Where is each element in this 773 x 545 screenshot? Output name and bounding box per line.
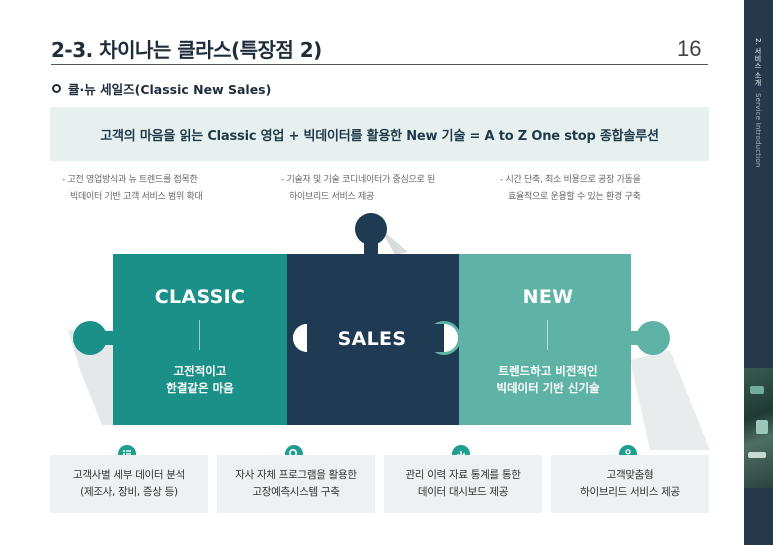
feature-failure-prediction: 자사 자체 프로그램을 활용한 고장예측시스템 구축 (217, 455, 375, 513)
page-title: 2-3. 차이나는 클라스(특장점 2) (51, 34, 322, 63)
classic-desc-line: 고전적이고 (173, 364, 227, 378)
feature-line: 고장예측시스템 구축 (252, 486, 340, 498)
puzzle-graphic (68, 213, 710, 450)
sales-heading: SALES (337, 328, 407, 350)
note-classic: - 고전 영업방식과 뉴 트렌드를 접목한 빅데이터 기반 고객 서비스 범위 … (62, 172, 203, 206)
new-piece (459, 254, 670, 425)
sidebar-photo (744, 368, 773, 488)
banner-text: 고객의 마음을 읽는 Classic 영업 + 빅데이터를 활용한 New 기술… (100, 128, 659, 144)
new-heading: NEW (522, 286, 574, 308)
note-line: 하이브리드 서비스 제공 (289, 192, 374, 202)
bullet-ring-icon (52, 84, 61, 93)
shadow-left (68, 330, 113, 425)
classic-divider (199, 320, 200, 350)
shadow-top (380, 228, 408, 255)
feature-data-analysis: 고객사별 세부 데이터 분석 (제조사, 장비, 증상 등) (50, 455, 208, 513)
sidebar-section: 2. 서비스 소개 (754, 38, 762, 86)
section-subtitle: 큘·뉴 세일즈(Classic New Sales) (52, 79, 271, 98)
classic-heading: CLASSIC (154, 286, 246, 308)
note-new: - 시간 단축, 최소 비용으로 공장 가동을 효율적으로 운용할 수 있는 환… (500, 172, 641, 206)
new-divider (547, 320, 548, 350)
sidebar-label: 2. 서비스 소개 Service Introduction (753, 38, 763, 168)
feature-dashboard: 관리 이력 자료 통계를 통한 데이터 대시보드 제공 (384, 455, 542, 513)
note-line: - 기술자 및 기술 코디네이터가 중심으로 된 (281, 175, 435, 185)
feature-line: 자사 자체 프로그램을 활용한 (235, 469, 357, 481)
feature-line: 관리 이력 자료 통계를 통한 (405, 469, 521, 481)
classic-desc: 고전적이고 한결같은 마음 (120, 363, 280, 397)
title-text: 차이나는 클라스(특장점 2) (99, 38, 322, 62)
feature-line: 하이브리드 서비스 제공 (580, 486, 680, 498)
title-number: 2-3. (51, 38, 93, 62)
note-line: - 시간 단축, 최소 비용으로 공장 가동을 (500, 175, 641, 185)
feature-line: 고객사별 세부 데이터 분석 (72, 469, 186, 481)
shadow-right (630, 350, 710, 450)
classic-piece (73, 254, 288, 425)
note-line: - 고전 영업방식과 뉴 트렌드를 접목한 (62, 175, 198, 185)
sidebar-section-en: Service Introduction (754, 93, 762, 168)
note-sales: - 기술자 및 기술 코디네이터가 중심으로 된 하이브리드 서비스 제공 (281, 172, 435, 206)
new-desc-line: 트렌드하고 비전적인 (498, 364, 598, 378)
classic-desc-line: 한결같은 마음 (166, 381, 234, 395)
page-number: 16 (677, 36, 702, 61)
sales-piece (287, 213, 461, 425)
subtitle-text: 큘·뉴 세일즈(Classic New Sales) (68, 82, 272, 97)
new-desc-line: 빅데이터 기반 신기술 (496, 381, 600, 395)
new-desc: 트렌드하고 비전적인 빅데이터 기반 신기술 (462, 363, 634, 397)
feature-line: 고객맞춤형 (606, 469, 654, 481)
feature-line: 데이터 대시보드 제공 (417, 486, 509, 498)
section-sidebar: 2. 서비스 소개 Service Introduction (744, 0, 773, 545)
summary-banner: 고객의 마음을 읽는 Classic 영업 + 빅데이터를 활용한 New 기술… (50, 107, 709, 161)
feature-hybrid-service: 고객맞춤형 하이브리드 서비스 제공 (551, 455, 709, 513)
note-line: 효율적으로 운용할 수 있는 환경 구축 (508, 192, 641, 202)
feature-line: (제조사, 장비, 증상 등) (80, 486, 178, 498)
note-line: 빅데이터 기반 고객 서비스 범위 확대 (70, 192, 203, 202)
title-divider (51, 64, 708, 65)
